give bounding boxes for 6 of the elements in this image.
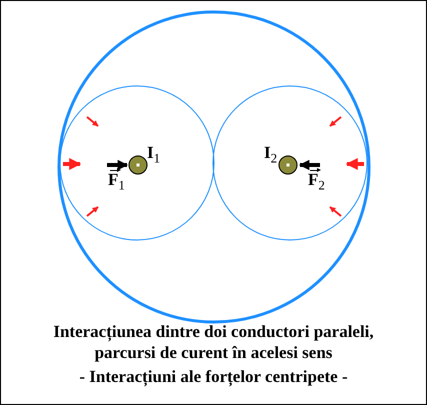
title: Interacțiunea dintre doi conductori paraleli, parcursi de curent în acelesi sens (52, 321, 375, 363)
caption: - Interacțiuni ale forțelor centripete - (78, 366, 349, 387)
force-label: F$_{2}$ (308, 167, 325, 194)
current-label: I$_{1}$ (147, 144, 160, 168)
current-label: I$_{2}$ (264, 144, 278, 168)
force-label: F$_{1}$ (108, 167, 125, 194)
